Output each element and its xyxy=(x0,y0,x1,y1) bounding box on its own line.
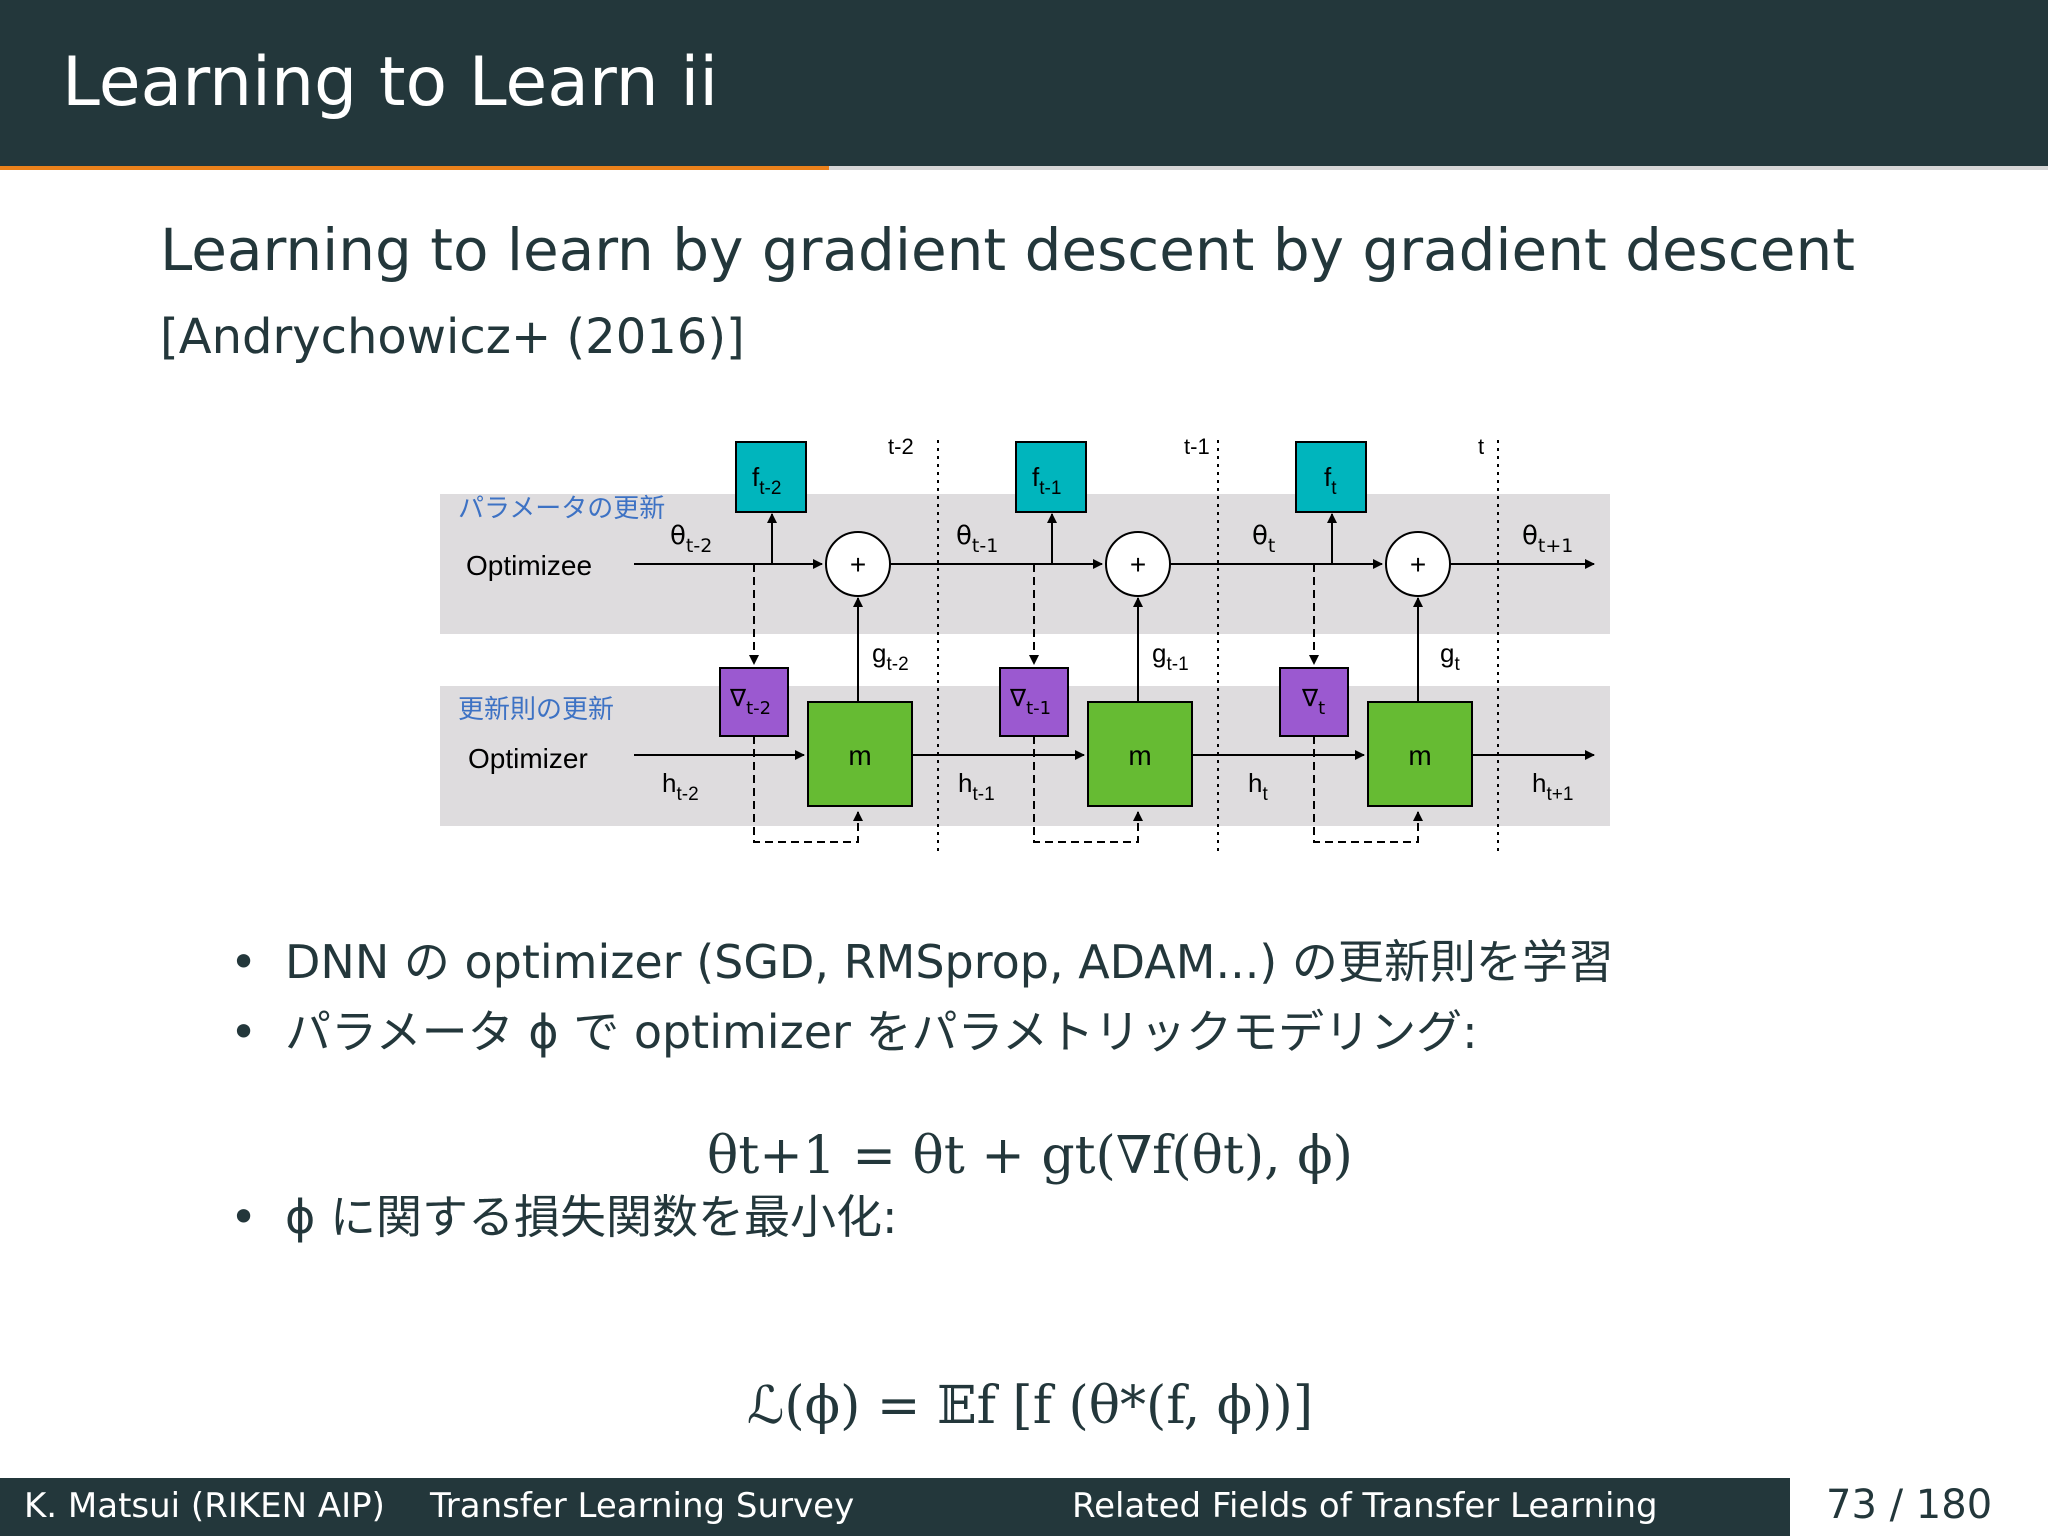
f-box-t-1 xyxy=(1015,441,1087,513)
bullet-text-optimizer: DNN の optimizer (SGD, RMSprop, ADAM...) … xyxy=(285,935,1614,989)
loss-equation: ℒ(ϕ) = 𝔼f [f (θ*(f, ϕ))] xyxy=(746,1376,1314,1436)
g-label-t: gt xyxy=(1440,638,1460,675)
grad-label-t-2: ∇t-2 xyxy=(729,684,771,719)
footer-talk-title: Transfer Learning Survey xyxy=(430,1486,855,1526)
plus-symbol: + xyxy=(850,549,866,580)
bullet-text-loss: ϕ に関する損失関数を最小化: xyxy=(285,1190,898,1244)
lstm-optimizer-diagram: パラメータの更新 更新則の更新 Optimizee Optimizer t-2 … xyxy=(440,434,1610,856)
h-label-t-2: ht-2 xyxy=(662,768,699,805)
update-equation: θt+1 = θt + gt(∇f(θt), ϕ) xyxy=(707,1126,1353,1186)
time-label-t-2: t-2 xyxy=(888,434,914,459)
h-label-t+1: ht+1 xyxy=(1532,768,1573,805)
theta-label-t-2: θt-2 xyxy=(670,521,712,557)
m-box-t-1 xyxy=(1087,701,1193,807)
m-label: m xyxy=(848,740,871,771)
footer-bar: K. Matsui (RIKEN AIP) Transfer Learning … xyxy=(0,1478,1790,1536)
grad-label-t-1: ∇t-1 xyxy=(1009,684,1051,719)
grad-label-t: ∇t xyxy=(1301,684,1325,719)
optimizer-label: Optimizer xyxy=(468,743,588,774)
grad-box-t xyxy=(1279,667,1349,737)
plus-symbol: + xyxy=(1410,549,1426,580)
time-label-t: t xyxy=(1478,434,1484,459)
plus-symbol: + xyxy=(1130,549,1146,580)
m-box-t xyxy=(1367,701,1473,807)
band-top-jp-label: パラメータの更新 xyxy=(458,494,665,524)
page-number: 73 / 180 xyxy=(1826,1482,1993,1528)
grad-box-t-1 xyxy=(999,667,1069,737)
theta-label-t-1: θt-1 xyxy=(956,521,998,557)
citation: [Andrychowicz+ (2016)] xyxy=(160,309,745,365)
footer-author: K. Matsui (RIKEN AIP) xyxy=(24,1486,385,1526)
f-label-t-2: ft-2 xyxy=(752,462,781,499)
bullet-text-parametric: パラメータ ϕ で optimizer をパラメトリックモデリング: xyxy=(285,1005,1478,1059)
f-label-t-1: ft-1 xyxy=(1032,462,1061,499)
progress-bar-fill xyxy=(0,166,830,170)
theta-label-t+1: θt+1 xyxy=(1522,521,1573,557)
f-box-t xyxy=(1295,441,1367,513)
progress-bar xyxy=(0,166,2048,170)
slide-header: Learning to Learn ii xyxy=(0,0,2048,166)
m-label: m xyxy=(1128,740,1151,771)
theta-label-t: θt xyxy=(1252,521,1275,557)
m-label: m xyxy=(1408,740,1431,771)
g-label-t-2: gt-2 xyxy=(872,638,909,675)
f-label-t: ft xyxy=(1324,462,1337,499)
grad-box-t-2 xyxy=(719,667,789,737)
band-bottom-jp-label: 更新則の更新 xyxy=(458,695,614,725)
slide-title: Learning to Learn ii xyxy=(62,43,719,122)
h-label-t: ht xyxy=(1248,768,1268,805)
plus-node-t-1 xyxy=(1105,531,1171,597)
time-label-t-1: t-1 xyxy=(1184,434,1210,459)
plus-node-t-2 xyxy=(825,531,891,597)
m-box-t-2 xyxy=(807,701,913,807)
paper-title: Learning to learn by gradient descent by… xyxy=(160,216,1855,284)
g-label-t-1: gt-1 xyxy=(1152,638,1189,675)
f-box-t-2 xyxy=(735,441,807,513)
optimizee-label: Optimizee xyxy=(466,550,592,581)
footer-section: Related Fields of Transfer Learning xyxy=(1072,1486,1658,1526)
h-label-t-1: ht-1 xyxy=(958,768,995,805)
plus-node-t xyxy=(1385,531,1451,597)
